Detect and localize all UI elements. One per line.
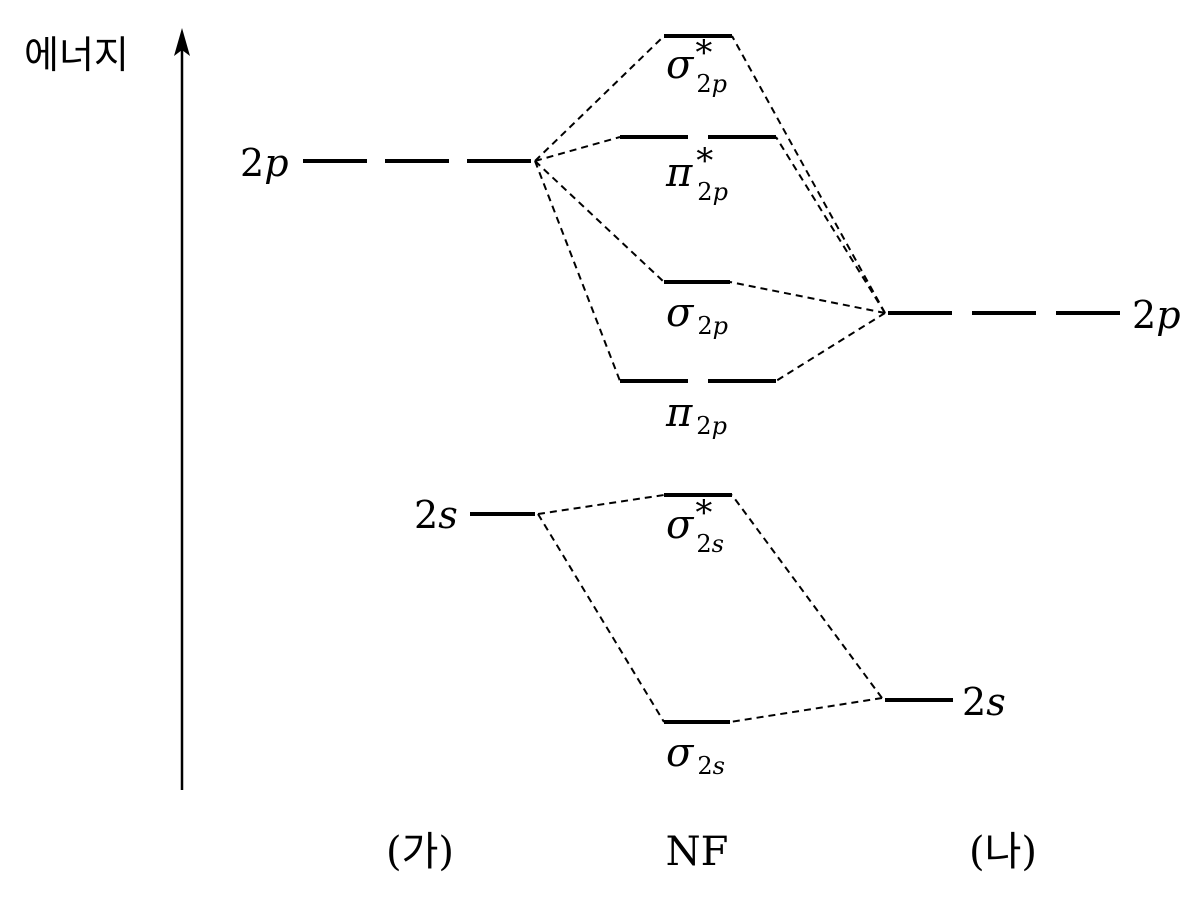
energy-axis-arrowhead [174, 28, 190, 56]
correlation-lines-2s [537, 494, 883, 723]
left-2p-label: 2p [240, 141, 289, 185]
correlation-line [731, 494, 883, 699]
correlation-line [775, 136, 886, 314]
column-label-center: NF [666, 829, 729, 875]
correlation-line [729, 697, 883, 723]
left-2s-label: 2s [414, 493, 458, 537]
energy-axis-label: 에너지 [24, 33, 129, 77]
mo-sigma-star-2p-label: σ*2p [666, 33, 727, 98]
correlation-lines-left-2p [534, 35, 665, 382]
mo-sigma-star-2s-label: σ*2s [666, 493, 724, 558]
correlation-line [537, 513, 665, 723]
mo-pi-star-2p-label: π*2p [665, 141, 728, 206]
right-2s-label: 2s [962, 680, 1006, 724]
correlation-line [534, 160, 665, 283]
correlation-lines-right-2p [729, 35, 886, 382]
column-label-right: (나) [969, 829, 1037, 875]
correlation-line [534, 136, 621, 162]
correlation-line [775, 312, 886, 382]
correlation-line [537, 494, 665, 515]
correlation-line [729, 281, 886, 314]
correlation-line [534, 160, 621, 382]
right-2p-label: 2p [1132, 293, 1181, 337]
correlation-line [731, 35, 886, 314]
column-label-left: (가) [386, 829, 454, 875]
correlation-line [534, 35, 665, 162]
